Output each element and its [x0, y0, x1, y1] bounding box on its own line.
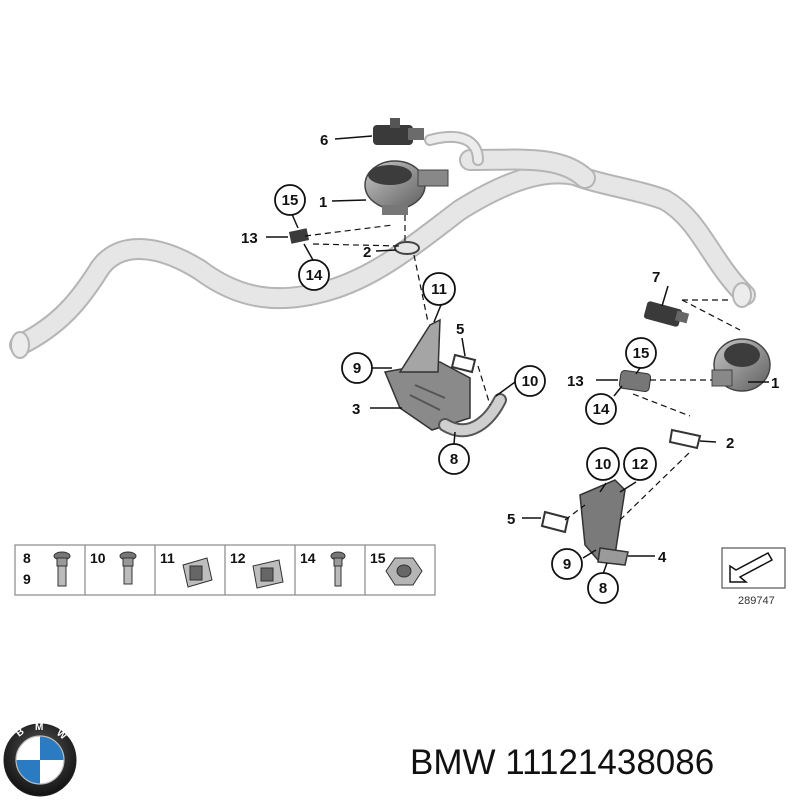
part-5-gasket-left	[450, 353, 477, 374]
part-1-valve-top	[364, 160, 449, 215]
callout-1-top: 1	[319, 194, 327, 211]
callout-15-top: 15	[282, 192, 299, 209]
callout-13-right: 13	[567, 373, 584, 390]
callout-11: 11	[431, 281, 447, 298]
bolt-icon	[330, 551, 346, 587]
legend-label-15: 15	[370, 550, 386, 566]
part-number-caption: BMW 11121438086	[410, 743, 715, 782]
callout-2-top: 2	[363, 244, 371, 261]
dashed-guides	[304, 215, 741, 521]
part-8-pipe-left	[438, 393, 507, 438]
bolt-icon	[119, 551, 137, 585]
svg-text:M: M	[35, 722, 43, 733]
legend-label-11: 11	[160, 550, 175, 566]
clip-nut-icon	[182, 557, 213, 588]
part-2-gasket-right	[668, 428, 702, 450]
legend-label-8: 8	[23, 550, 31, 566]
bmw-logo: B M W	[3, 722, 77, 797]
callout-14-top: 14	[306, 267, 323, 284]
figure-id: 289747	[738, 595, 775, 607]
leader-lines	[266, 135, 769, 575]
part-2-gasket-top	[394, 241, 420, 255]
callout-12: 12	[632, 456, 649, 473]
hose-end-left	[10, 331, 30, 359]
hardware-legend: 8 9 10 11 12 14 15	[14, 544, 436, 596]
part-5-gasket-right	[540, 510, 570, 534]
part-3-bracket	[383, 318, 471, 431]
orientation-arrow-box	[721, 547, 786, 589]
clip-nut-icon	[252, 559, 284, 589]
callout-9-right: 9	[563, 556, 571, 573]
legend-label-12: 12	[230, 550, 246, 566]
callout-4: 4	[658, 549, 667, 566]
callout-2-right: 2	[726, 435, 734, 452]
bolt-icon	[53, 551, 71, 587]
part-1-valve-right	[711, 338, 771, 392]
legend-label-10: 10	[90, 550, 106, 566]
callout-15-right: 15	[633, 345, 650, 362]
part-13-pad-right	[618, 370, 652, 392]
callout-6: 6	[320, 132, 328, 149]
legend-label-14: 14	[300, 550, 316, 566]
part-6-sensor	[373, 118, 424, 145]
callout-3: 3	[352, 401, 360, 418]
callout-1-right: 1	[771, 375, 779, 392]
part-7-sensor	[643, 301, 690, 327]
callout-14-right: 14	[593, 401, 610, 418]
callout-9-left: 9	[353, 360, 361, 377]
legend-label-9: 9	[23, 571, 31, 587]
callout-7: 7	[652, 269, 660, 286]
part-13-pad-top	[288, 228, 310, 244]
hose-end-right	[732, 282, 752, 308]
air-hose	[9, 130, 756, 356]
callout-5-right: 5	[507, 511, 515, 528]
callout-8-right: 8	[599, 580, 607, 597]
hex-nut-icon	[385, 557, 423, 586]
callout-13-top: 13	[241, 230, 258, 247]
callout-10-left: 10	[522, 373, 539, 390]
callout-10-right: 10	[595, 456, 612, 473]
circled-callouts	[274, 184, 657, 604]
callout-8-left: 8	[450, 451, 458, 468]
callout-5-left: 5	[456, 321, 464, 338]
part-4-bracket	[579, 479, 629, 566]
